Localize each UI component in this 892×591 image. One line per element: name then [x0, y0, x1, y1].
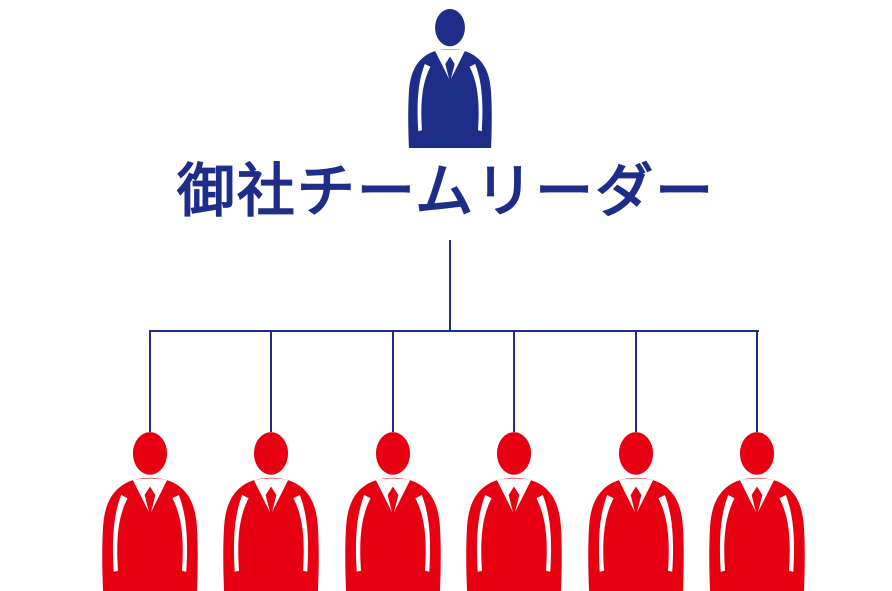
leader-person-icon: [394, 8, 506, 148]
member-person-icon: [693, 431, 821, 591]
connector-horizontal-line: [149, 330, 759, 332]
member-person-icon: [86, 431, 214, 591]
member-person-icon: [207, 431, 335, 591]
connector-branch-line: [513, 330, 515, 432]
member-person-icon: [329, 431, 457, 591]
connector-branch-line: [392, 330, 394, 432]
member-person-icon: [450, 431, 578, 591]
connector-stem-line: [449, 240, 451, 332]
connector-branch-line: [149, 330, 151, 432]
connector-branch-line: [756, 330, 758, 432]
leader-title: 御社チームリーダー: [176, 157, 716, 225]
connector-branch-line: [270, 330, 272, 432]
connector-branch-line: [635, 330, 637, 432]
member-person-icon: [572, 431, 700, 591]
